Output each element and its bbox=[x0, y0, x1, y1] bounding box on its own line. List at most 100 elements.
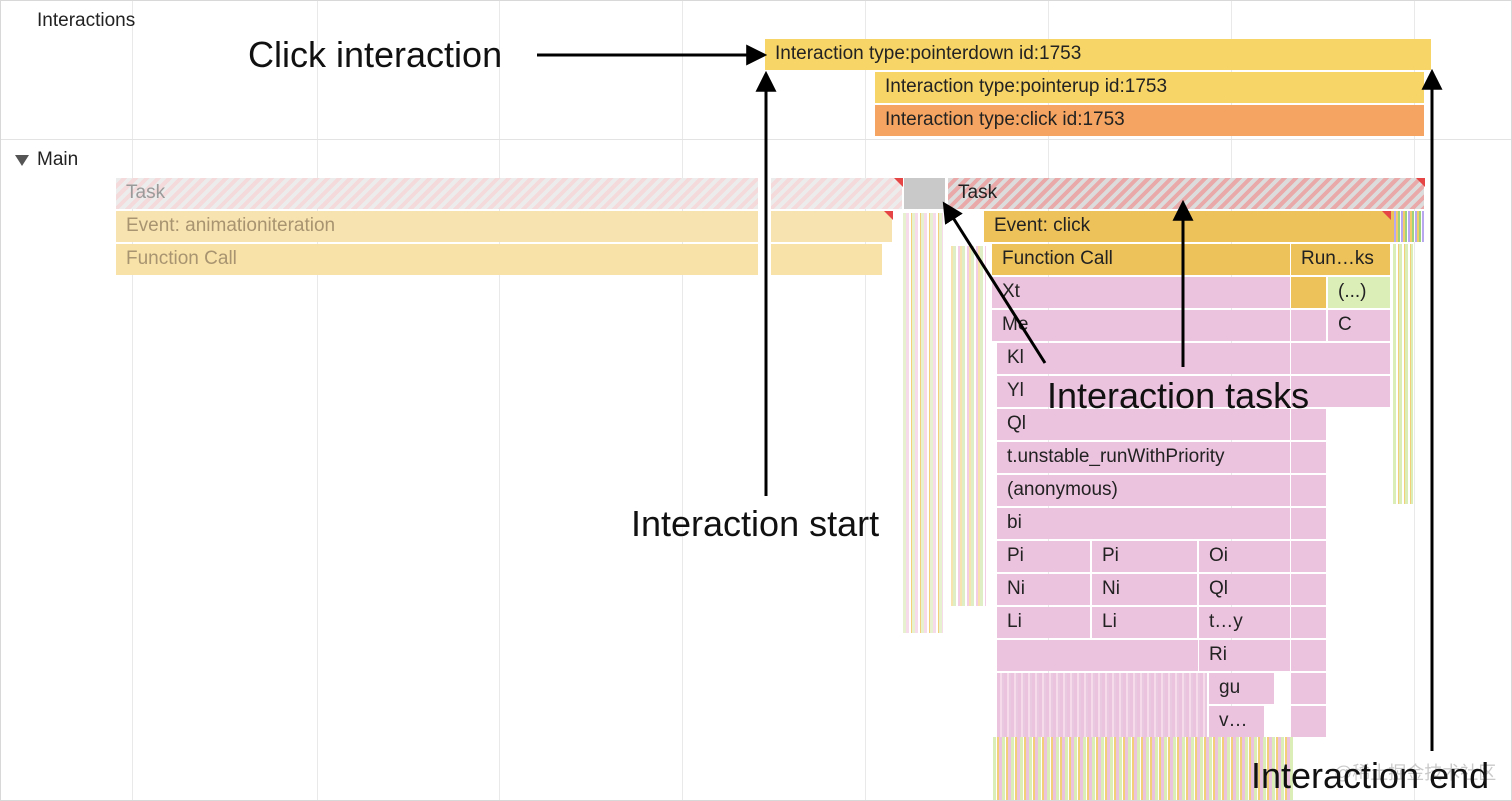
run-microtasks[interactable]: Run…ks bbox=[1291, 244, 1391, 275]
function-call-left[interactable] bbox=[771, 244, 883, 275]
interaction-click[interactable]: Interaction type:click id:1753 bbox=[875, 105, 1425, 136]
frame-oi[interactable]: Oi bbox=[1199, 541, 1291, 572]
frame-label: C bbox=[1338, 314, 1352, 335]
frame-yl[interactable]: Yl bbox=[997, 376, 1291, 407]
frame-small[interactable] bbox=[1291, 475, 1327, 506]
frame-li[interactable]: Li bbox=[997, 607, 1091, 638]
task-label: Task bbox=[958, 182, 998, 203]
frame-label: Kl bbox=[1007, 347, 1024, 368]
function-call-left[interactable]: Function Call bbox=[116, 244, 759, 275]
frame-ni[interactable]: Ni bbox=[997, 574, 1091, 605]
frame-label: Xt bbox=[1002, 281, 1020, 302]
frame-label: gu bbox=[1219, 677, 1241, 698]
event-animationiteration[interactable] bbox=[771, 211, 893, 242]
frame-small[interactable] bbox=[1291, 706, 1327, 737]
frame-blank[interactable] bbox=[997, 640, 1199, 671]
track-separator bbox=[1, 139, 1511, 140]
frame-unstable-run[interactable]: t.unstable_runWithPriority bbox=[997, 442, 1291, 473]
task-label: Task bbox=[126, 182, 166, 203]
frame-anonymous[interactable]: (anonymous) bbox=[997, 475, 1291, 506]
function-call[interactable]: Function Call bbox=[992, 244, 1291, 275]
frame-v[interactable]: v… bbox=[1209, 706, 1265, 737]
interaction-label: Interaction type:pointerdown id:1753 bbox=[775, 43, 1082, 64]
frame-paren[interactable]: (...) bbox=[1328, 277, 1391, 308]
dense-call-stripes bbox=[1394, 211, 1424, 242]
task-block[interactable]: Task bbox=[116, 178, 759, 209]
annotation-click-interaction: Click interaction bbox=[248, 34, 503, 75]
frame-small[interactable] bbox=[1291, 673, 1327, 704]
grid-line bbox=[1414, 1, 1415, 800]
frame-label: v… bbox=[1219, 710, 1248, 731]
interaction-pointerdown[interactable]: Interaction type:pointerdown id:1753 bbox=[765, 39, 1432, 70]
grid-line bbox=[682, 1, 683, 800]
frame-small[interactable] bbox=[1291, 574, 1327, 605]
annotation-interaction-start: Interaction start bbox=[631, 503, 880, 544]
frame-xt[interactable]: Xt bbox=[992, 277, 1291, 308]
frame-label: Yl bbox=[1007, 380, 1024, 401]
main-track-label[interactable]: Main bbox=[37, 149, 79, 170]
frame-bi[interactable]: bi bbox=[997, 508, 1291, 539]
event-animationiteration[interactable]: Event: animationiteration bbox=[116, 211, 759, 242]
frame-ty[interactable]: t…y bbox=[1199, 607, 1291, 638]
frame-label: (...) bbox=[1338, 281, 1367, 302]
long-task-marker bbox=[894, 178, 903, 187]
frame-kl[interactable]: Kl bbox=[997, 343, 1291, 374]
frame-label: Pi bbox=[1007, 545, 1024, 566]
frame-small[interactable] bbox=[1291, 343, 1391, 374]
task-block-small[interactable] bbox=[904, 178, 946, 209]
frame-gu[interactable]: gu bbox=[1209, 673, 1275, 704]
frame-pi[interactable]: Pi bbox=[997, 541, 1091, 572]
event-label: Event: animationiteration bbox=[126, 215, 336, 236]
annotation-interaction-end: Interaction end bbox=[1251, 755, 1490, 796]
frame-label: Li bbox=[1102, 611, 1117, 632]
annotation-interaction-tasks: Interaction tasks bbox=[1047, 375, 1310, 416]
grid-line bbox=[499, 1, 500, 800]
frame-label: Pi bbox=[1102, 545, 1119, 566]
frame-label: Oi bbox=[1209, 545, 1228, 566]
frame-label: t.unstable_runWithPriority bbox=[1007, 446, 1225, 467]
frame-small[interactable] bbox=[1291, 442, 1327, 473]
frame-label: Ql bbox=[1209, 578, 1228, 599]
interaction-label: Interaction type:pointerup id:1753 bbox=[885, 76, 1168, 97]
grid-line bbox=[865, 1, 866, 800]
frame-small[interactable] bbox=[1291, 409, 1327, 440]
frame-label: bi bbox=[1007, 512, 1022, 533]
frame-ql[interactable]: Ql bbox=[997, 409, 1291, 440]
frame-small[interactable] bbox=[1291, 310, 1327, 341]
frame-label: (anonymous) bbox=[1007, 479, 1118, 500]
frame-c[interactable]: C bbox=[1328, 310, 1391, 341]
collapse-triangle-icon[interactable] bbox=[15, 155, 29, 166]
frame-label: Me bbox=[1002, 314, 1029, 335]
arrow-interaction-task-1 bbox=[942, 201, 1047, 364]
frame-label: t…y bbox=[1209, 611, 1243, 632]
frame-small[interactable] bbox=[1291, 541, 1327, 572]
long-task-marker bbox=[1416, 178, 1425, 187]
frame-label: Ni bbox=[1007, 578, 1025, 599]
grid-line bbox=[132, 1, 133, 800]
frame-small[interactable] bbox=[1291, 376, 1391, 407]
frame-label: Ni bbox=[1102, 578, 1120, 599]
frame-small[interactable] bbox=[1291, 607, 1327, 638]
grid-line bbox=[317, 1, 318, 800]
function-call-label: Function Call bbox=[1002, 248, 1113, 269]
dense-call-stripes bbox=[903, 213, 943, 633]
frame-label: Li bbox=[1007, 611, 1022, 632]
event-label: Event: click bbox=[994, 215, 1091, 236]
frame-small[interactable] bbox=[1291, 508, 1327, 539]
frame-ni[interactable]: Ni bbox=[1092, 574, 1198, 605]
interactions-track-label[interactable]: Interactions bbox=[37, 10, 136, 31]
frame-small[interactable] bbox=[1291, 277, 1327, 308]
frame-me[interactable]: Me bbox=[992, 310, 1291, 341]
frame-ri[interactable]: Ri bbox=[1199, 640, 1291, 671]
long-task-marker bbox=[1382, 211, 1391, 220]
frame-ql[interactable]: Ql bbox=[1199, 574, 1291, 605]
long-task-marker bbox=[884, 211, 893, 220]
frame-li[interactable]: Li bbox=[1092, 607, 1198, 638]
frame-pi[interactable]: Pi bbox=[1092, 541, 1198, 572]
frame-small[interactable] bbox=[1291, 640, 1327, 671]
function-call-label: Function Call bbox=[126, 248, 237, 269]
task-block[interactable] bbox=[771, 178, 903, 209]
dense-call-stripes bbox=[993, 737, 1293, 800]
